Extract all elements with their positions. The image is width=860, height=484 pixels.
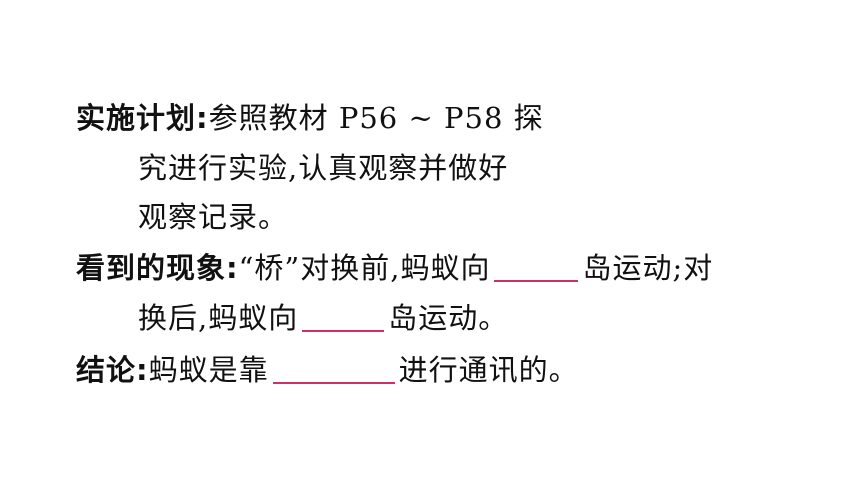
phenomenon-text-1b: 岛运动;对 <box>582 251 714 285</box>
conclusion-text-after: 进行通讯的。 <box>398 353 579 387</box>
conclusion-text-before: 蚂蚁是靠 <box>148 353 269 387</box>
plan-line-1: 实施计划:参照教材 P56 ~ P58 探 <box>76 98 544 138</box>
plan-text-1: 参照教材 P56 ~ P58 探 <box>208 101 544 135</box>
phenomenon-line-1: 看到的现象:“桥”对换前,蚂蚁向 岛运动;对 <box>76 248 713 288</box>
phenomenon-line-2: 换后,蚂蚁向 岛运动。 <box>138 298 508 338</box>
answer-blank-after-swap[interactable] <box>302 302 385 332</box>
phenomenon-label: 看到的现象: <box>76 251 239 285</box>
answer-blank-conclusion[interactable] <box>272 354 395 384</box>
plan-line-2: 究进行实验,认真观察并做好 <box>138 148 508 188</box>
phenomenon-text-2a: 换后,蚂蚁向 <box>138 301 299 335</box>
answer-blank-before-swap[interactable] <box>494 252 579 282</box>
phenomenon-text-1a: “桥”对换前,蚂蚁向 <box>238 251 491 285</box>
plan-line-3: 观察记录。 <box>138 197 288 237</box>
plan-label: 实施计划: <box>76 101 209 135</box>
conclusion-line: 结论:蚂蚁是靠 进行通讯的。 <box>76 350 579 390</box>
conclusion-label: 结论: <box>76 353 149 387</box>
phenomenon-text-2b: 岛运动。 <box>388 301 509 335</box>
plan-text-3: 观察记录。 <box>138 200 289 234</box>
plan-text-2: 究进行实验,认真观察并做好 <box>138 151 509 185</box>
